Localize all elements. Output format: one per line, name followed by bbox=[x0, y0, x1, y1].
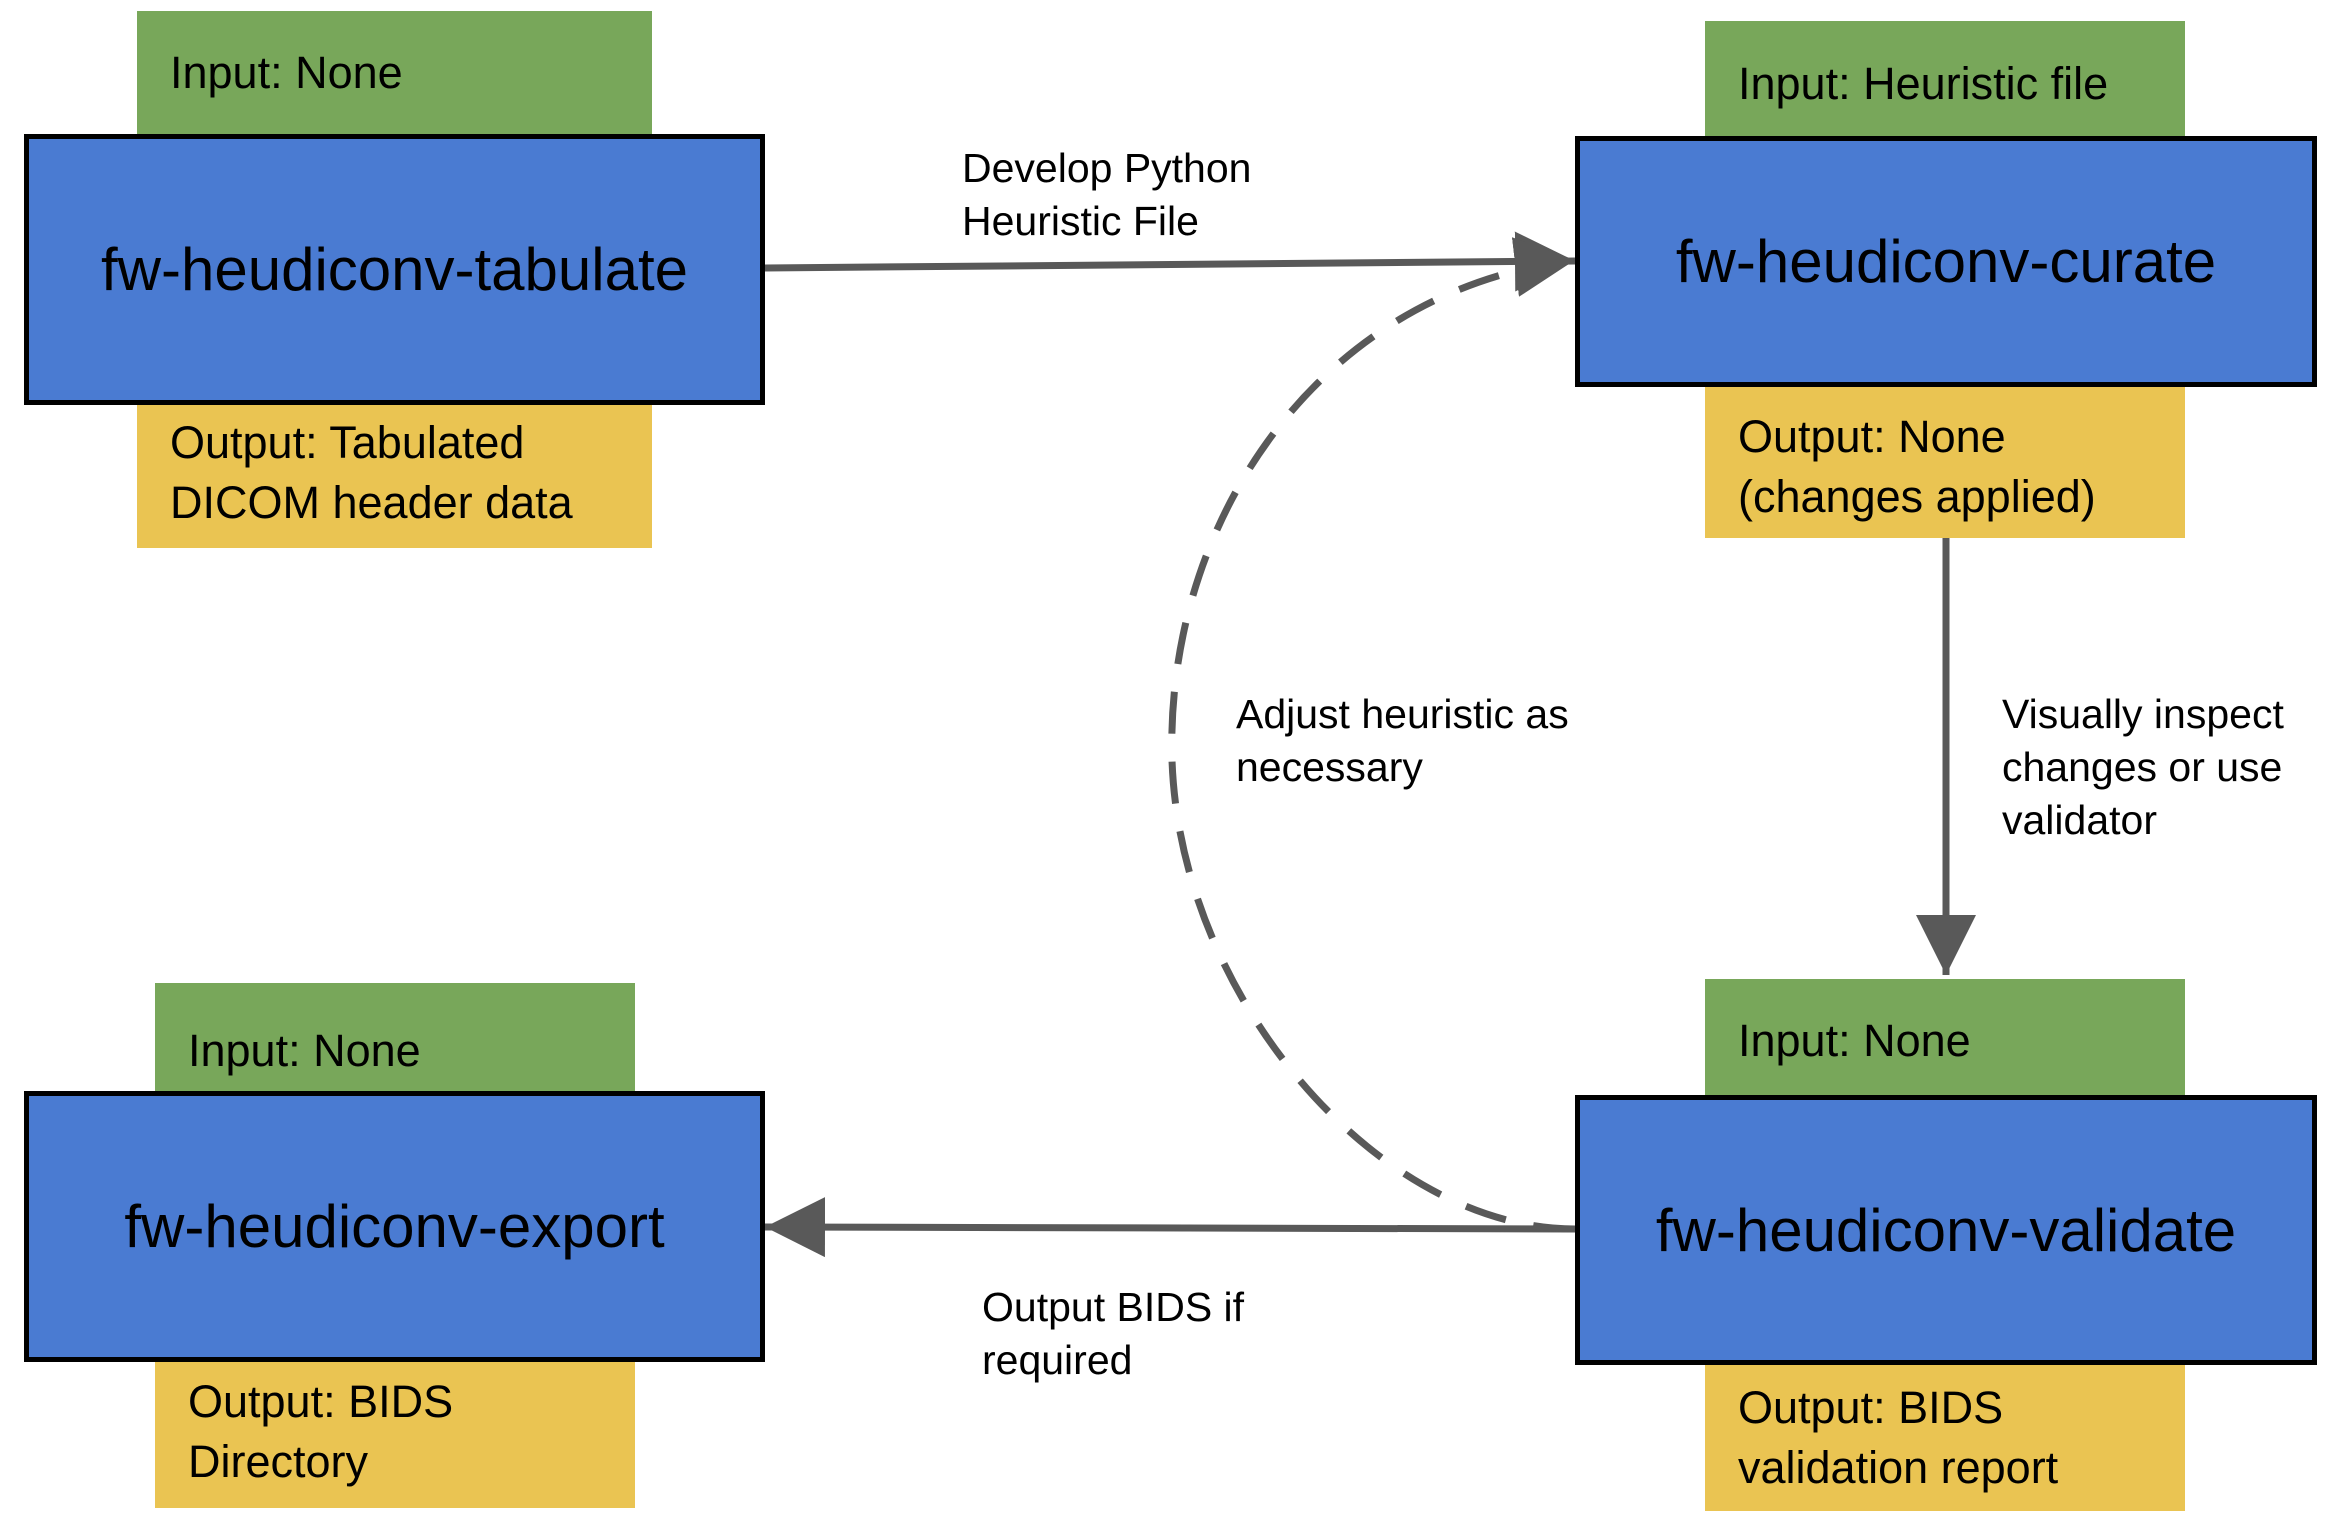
label-tabulate-to-curate: Develop Python Heuristic File bbox=[962, 142, 1251, 248]
arrow-validate-to-export bbox=[764, 1197, 1576, 1258]
label-curate-to-validate-line-3: validator bbox=[2002, 797, 2157, 843]
label-validate-to-curate: Adjust heuristic as necessary bbox=[1236, 688, 1569, 794]
tabulate-node-title: fw-heudiconv-tabulate bbox=[100, 236, 689, 303]
tabulate-output-line-1: Output: Tabulated bbox=[170, 417, 525, 468]
curate-output-line-2: (changes applied) bbox=[1738, 471, 2096, 522]
export-node[interactable]: fw-heudiconv-export bbox=[24, 1091, 765, 1362]
curate-output-line-1: Output: None bbox=[1738, 411, 2006, 462]
validate-output-line-1: Output: BIDS bbox=[1738, 1382, 2004, 1433]
label-curate-to-validate-line-2: changes or use bbox=[2002, 744, 2283, 790]
validate-node-title: fw-heudiconv-validate bbox=[1655, 1196, 2237, 1264]
curate-node-title: fw-heudiconv-curate bbox=[1675, 228, 2217, 295]
validate-input-tag: Input: None bbox=[1705, 979, 2185, 1103]
label-curate-to-validate-line-1: Visually inspect bbox=[2002, 691, 2284, 737]
tabulate-output-line-2: DICOM header data bbox=[170, 477, 573, 528]
export-output-tag: Output: BIDS Directory bbox=[155, 1355, 635, 1508]
validate-node[interactable]: fw-heudiconv-validate bbox=[1575, 1095, 2317, 1365]
label-curate-to-validate: Visually inspect changes or use validato… bbox=[2002, 688, 2284, 847]
export-input-text: Input: None bbox=[188, 1025, 421, 1076]
export-input-tag: Input: None bbox=[155, 983, 635, 1107]
tabulate-node[interactable]: fw-heudiconv-tabulate bbox=[24, 134, 765, 405]
curate-input-tag: Input: Heuristic file bbox=[1705, 21, 2185, 145]
curate-output-tag: Output: None (changes applied) bbox=[1705, 385, 2185, 538]
label-validate-to-curate-line-2: necessary bbox=[1236, 744, 1423, 790]
tabulate-input-tag: Input: None bbox=[137, 11, 652, 135]
validate-output-line-2: validation report bbox=[1738, 1442, 2059, 1493]
arrow-tabulate-to-curate bbox=[764, 231, 1576, 292]
tabulate-output-tag: Output: Tabulated DICOM header data bbox=[137, 400, 652, 548]
curate-node[interactable]: fw-heudiconv-curate bbox=[1575, 136, 2317, 387]
label-tabulate-to-curate-line-1: Develop Python bbox=[962, 145, 1252, 191]
export-output-line-1: Output: BIDS bbox=[188, 1376, 454, 1427]
label-validate-to-curate-line-1: Adjust heuristic as bbox=[1236, 691, 1569, 737]
label-validate-to-export: Output BIDS if required bbox=[982, 1281, 1244, 1387]
dashed-arrow-validate-to-curate bbox=[1168, 237, 1576, 1233]
label-validate-to-export-line-1: Output BIDS if bbox=[982, 1284, 1245, 1330]
validate-output-tag: Output: BIDS validation report bbox=[1705, 1358, 2185, 1511]
label-validate-to-export-line-2: required bbox=[982, 1337, 1133, 1383]
tabulate-input-text: Input: None bbox=[170, 47, 403, 98]
export-output-line-2: Directory bbox=[188, 1436, 369, 1487]
label-tabulate-to-curate-line-2: Heuristic File bbox=[962, 198, 1199, 244]
curate-input-text: Input: Heuristic file bbox=[1738, 58, 2109, 109]
validate-input-text: Input: None bbox=[1738, 1015, 1971, 1066]
export-node-title: fw-heudiconv-export bbox=[124, 1193, 665, 1260]
